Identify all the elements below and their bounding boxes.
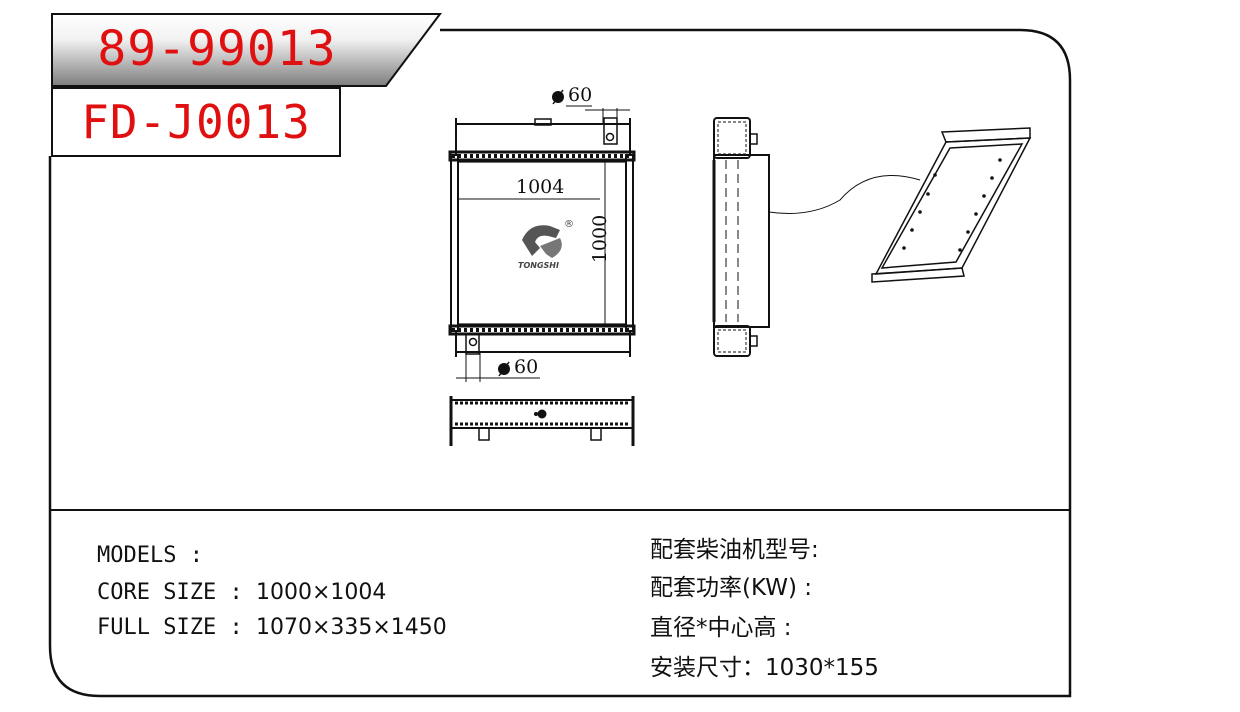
top-pipe-diameter-label: 60 bbox=[568, 84, 593, 106]
bottom-view-drain bbox=[537, 409, 547, 419]
install-size-value: 1030*155 bbox=[765, 655, 879, 681]
logo-text: TONGSHI bbox=[518, 261, 559, 270]
isometric-bolt-holes bbox=[902, 158, 1002, 252]
install-size-line: 安装尺寸：1030*155 bbox=[650, 648, 879, 682]
core-height-label: 1000 bbox=[589, 214, 612, 264]
radiator-side-view bbox=[712, 117, 921, 357]
radiator-bottom-view bbox=[449, 396, 635, 446]
tongshi-logo bbox=[522, 225, 562, 258]
sheet-border bbox=[48, 28, 1072, 698]
radiator-isometric-view bbox=[871, 127, 1032, 283]
engine-model-label: 配套柴油机型号: bbox=[650, 537, 819, 563]
full-size-value: 1070×335×1450 bbox=[255, 615, 447, 640]
models-line: MODELS : bbox=[97, 543, 203, 568]
tank-dots bbox=[452, 154, 632, 332]
core-size-label: CORE SIZE : bbox=[97, 580, 256, 605]
core-width-label: 1004 bbox=[516, 176, 565, 198]
diameter-center-height-label: 直径*中心高 : bbox=[650, 615, 792, 641]
core-size-value: 1000×1004 bbox=[255, 580, 387, 605]
logo-registered-mark: ® bbox=[564, 219, 574, 230]
radiator-front-view bbox=[448, 105, 636, 382]
model-code-title: FD-J0013 bbox=[81, 95, 311, 149]
core-size-line: CORE SIZE : 1000×1004 bbox=[97, 580, 386, 605]
model-code-box bbox=[51, 87, 341, 157]
part-number-banner bbox=[51, 13, 442, 87]
power-label: 配套功率(KW) : bbox=[650, 575, 813, 601]
full-size-label: FULL SIZE : bbox=[97, 615, 256, 640]
install-size-label: 安装尺寸： bbox=[650, 655, 765, 681]
models-label: MODELS : bbox=[97, 543, 203, 568]
full-size-line: FULL SIZE : 1070×335×1450 bbox=[97, 615, 447, 640]
bottom-pipe-diameter-label: 60 bbox=[514, 356, 539, 378]
part-number-title: 89-99013 bbox=[97, 21, 337, 77]
